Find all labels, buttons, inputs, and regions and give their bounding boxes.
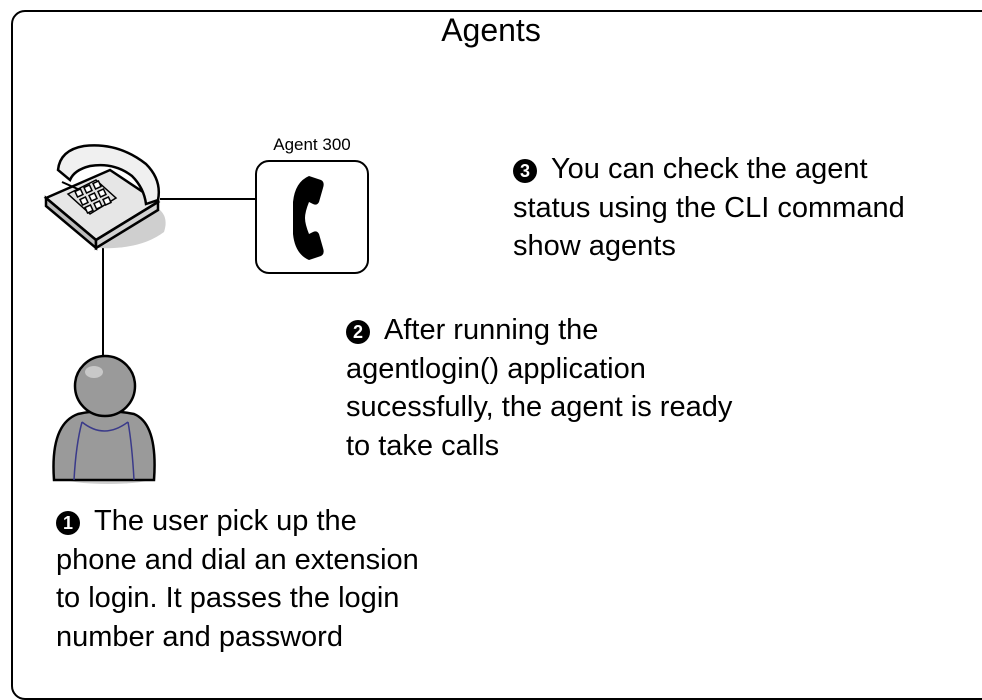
phone-to-user-connector <box>102 247 104 355</box>
agent-box <box>255 160 369 274</box>
desk-phone-icon <box>43 144 166 251</box>
phone-to-agent-connector <box>160 198 257 200</box>
diagram-title: Agents <box>441 12 541 48</box>
agent-label: Agent 300 <box>273 135 351 154</box>
note-1-line-3: to login. It passes the login <box>56 582 400 614</box>
note-2-line-3: sucessfully, the agent is ready <box>346 391 733 423</box>
number-1-icon: 1 <box>56 511 80 535</box>
note-3-line-2: status using the CLI command <box>513 191 905 224</box>
user-icon <box>52 354 156 484</box>
note-3-line-3: show agents <box>513 230 676 262</box>
handset-icon <box>293 176 324 260</box>
number-3-icon: 3 <box>513 159 537 183</box>
note-2-line-2: agentlogin() application <box>346 352 646 385</box>
note-1-line-4: number and password <box>56 620 343 653</box>
note-2-line-4: to take calls <box>346 429 500 462</box>
note-1-line-2: phone and dial an extension <box>56 543 419 576</box>
number-2-icon: 2 <box>346 320 370 344</box>
